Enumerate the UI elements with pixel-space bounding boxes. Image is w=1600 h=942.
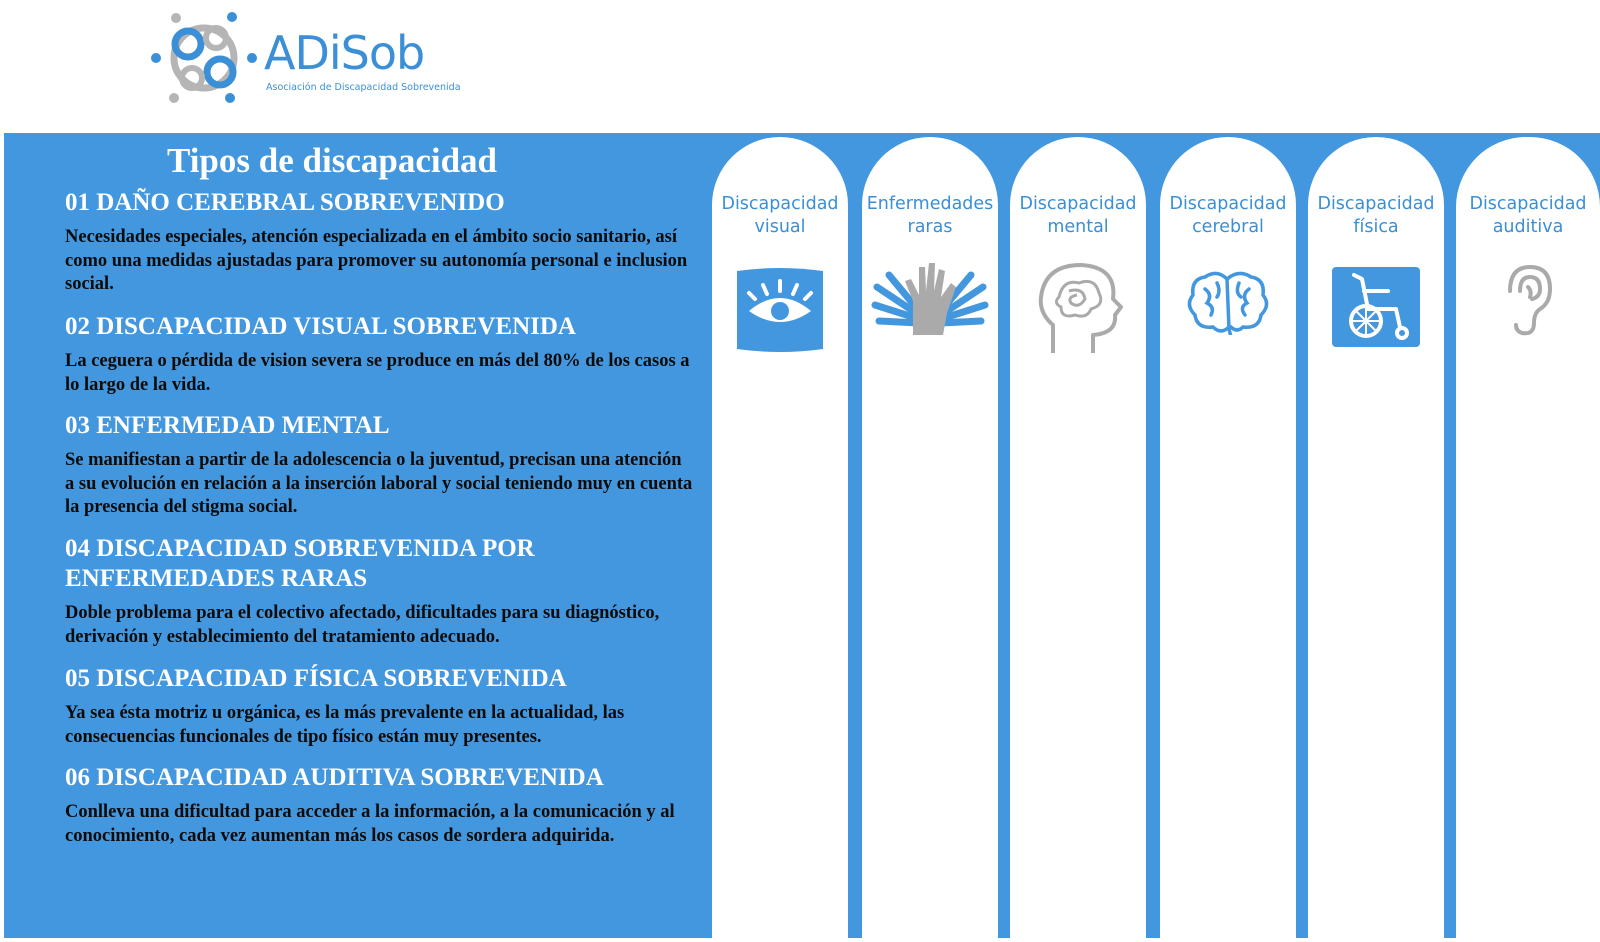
column-fisica[interactable]: Discapacidad física: [1308, 137, 1444, 942]
head-mind-icon: [1038, 263, 1123, 353]
section-heading: 05 DISCAPACIDAD FÍSICA SOBREVENIDA: [65, 665, 567, 692]
section-heading: 02 DISCAPACIDAD VISUAL SOBREVENIDA: [65, 313, 576, 340]
column-label: Enfermedades raras: [866, 194, 994, 237]
section-heading: 04 DISCAPACIDAD SOBREVENIDA POR ENFERMED…: [65, 535, 535, 592]
section-heading: 06 DISCAPACIDAD AUDITIVA SOBREVENIDA: [65, 764, 604, 791]
header: ADiSob Asociación de Discapacidad Sobrev…: [0, 0, 1600, 133]
section-heading: 01 DAÑO CEREBRAL SOBREVENIDO: [65, 189, 505, 216]
column-label: Discapacidad visual: [721, 194, 839, 237]
column-raras[interactable]: Enfermedades raras: [862, 137, 998, 942]
logo[interactable]: ADiSob Asociación de Discapacidad Sobrev…: [148, 10, 468, 110]
hands-icon: [871, 263, 989, 335]
column-cerebral[interactable]: Discapacidad cerebral: [1160, 137, 1296, 942]
section-body: Doble problema para el colectivo afectad…: [65, 603, 660, 647]
section-body: Ya sea ésta motriz u orgánica, es la más…: [65, 703, 625, 747]
logo-mark-icon: [151, 12, 257, 103]
section-raras: 04 DISCAPACIDAD SOBREVENIDA POR ENFERMED…: [65, 534, 695, 649]
eye-icon: [737, 268, 823, 352]
panel-title: Tipos de discapacidad: [166, 141, 498, 180]
brain-icon: [1187, 271, 1269, 335]
section-body: Necesidades especiales, atención especia…: [65, 227, 688, 294]
section-dano-cerebral: 01 DAÑO CEREBRAL SOBREVENIDO Necesidades…: [65, 188, 695, 297]
column-label: Discapacidad auditiva: [1469, 194, 1587, 237]
column-auditiva[interactable]: Discapacidad auditiva: [1456, 137, 1600, 942]
column-label: Discapacidad física: [1317, 194, 1435, 237]
section-visual: 02 DISCAPACIDAD VISUAL SOBREVENIDA La ce…: [65, 312, 695, 397]
ear-icon: [1508, 264, 1553, 336]
column-label: Discapacidad cerebral: [1169, 194, 1287, 237]
section-heading: 03 ENFERMEDAD MENTAL: [65, 412, 390, 439]
section-body: La ceguera o pérdida de vision severa se…: [65, 351, 690, 395]
column-mental[interactable]: Discapacidad mental: [1010, 137, 1146, 942]
column-label: Discapacidad mental: [1019, 194, 1137, 237]
brand-name: ADiSob: [264, 26, 425, 80]
section-fisica: 05 DISCAPACIDAD FÍSICA SOBREVENIDA Ya se…: [65, 664, 695, 749]
column-visual[interactable]: Discapacidad visual: [712, 137, 848, 942]
wheelchair-icon: [1332, 267, 1420, 347]
section-body: Conlleva una dificultad para acceder a l…: [65, 802, 675, 846]
section-mental: 03 ENFERMEDAD MENTAL Se manifiestan a pa…: [65, 411, 695, 520]
brand-tagline: Asociación de Discapacidad Sobrevenida: [266, 82, 461, 93]
section-auditiva: 06 DISCAPACIDAD AUDITIVA SOBREVENIDA Con…: [65, 763, 695, 848]
section-body: Se manifiestan a partir de la adolescenc…: [65, 450, 693, 517]
